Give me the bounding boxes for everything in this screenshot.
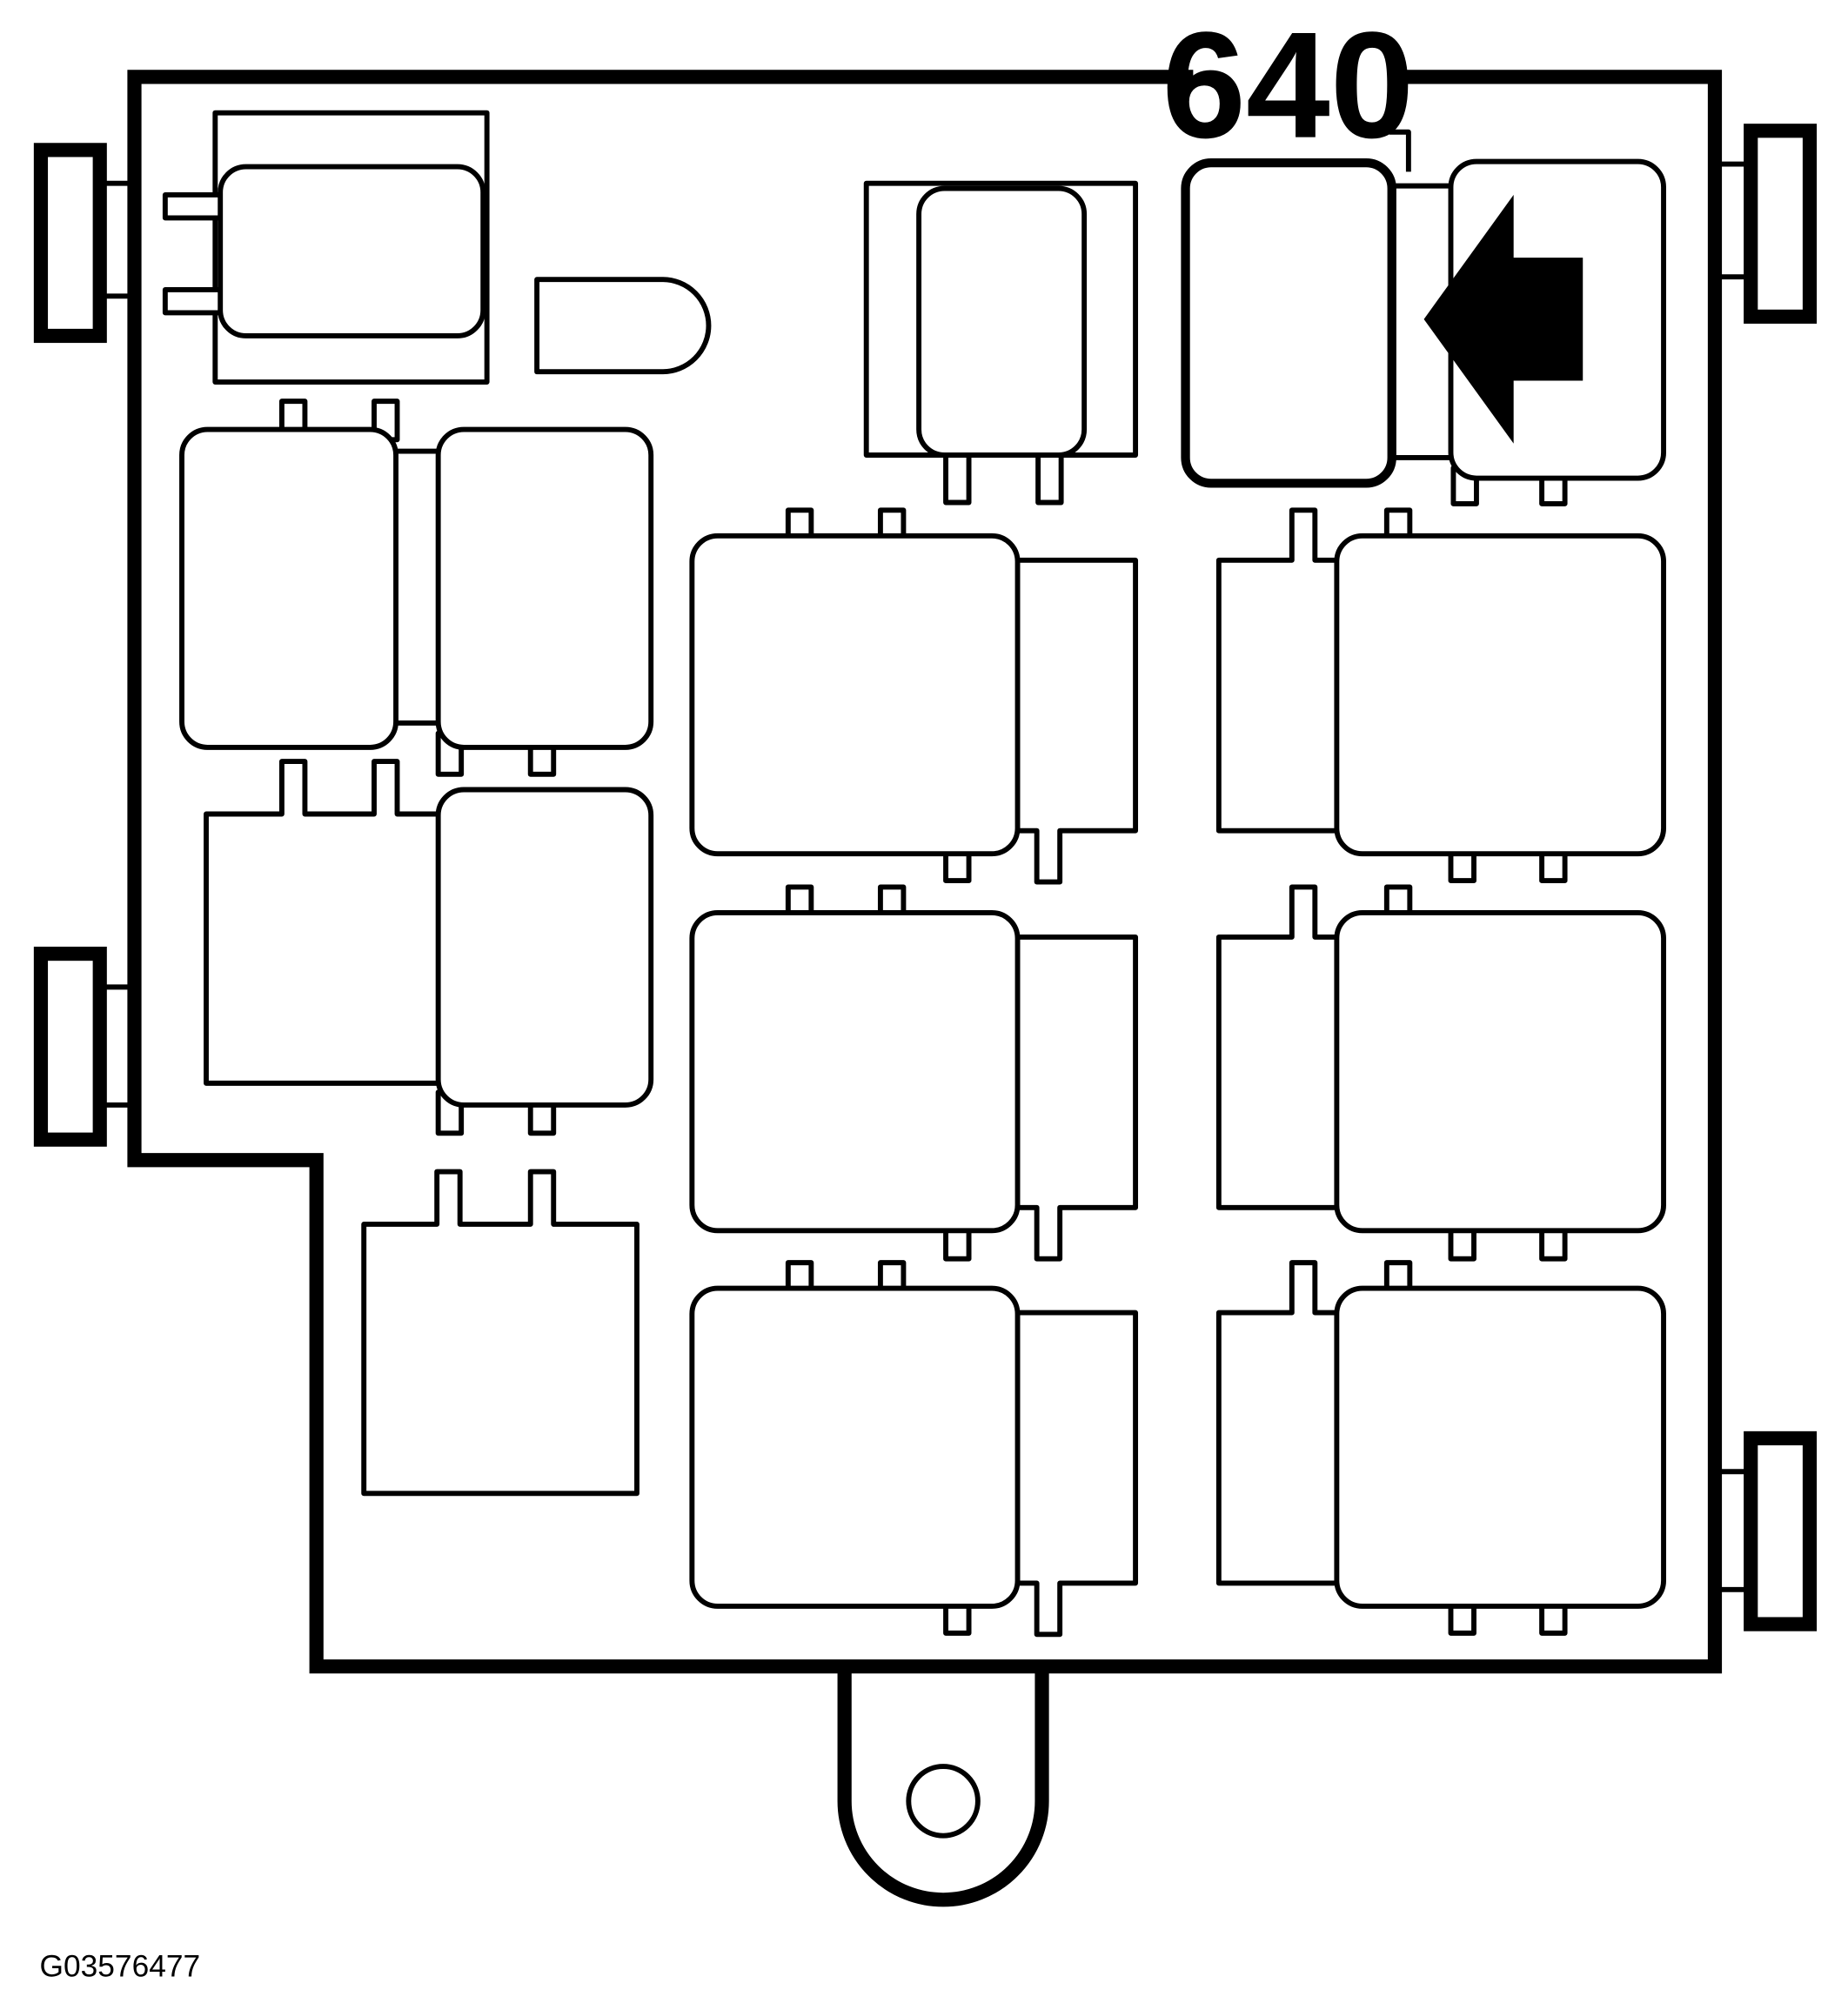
relay-right-row3: [1215, 1260, 1666, 1636]
relay-640-group: [1181, 129, 1666, 506]
relay-center-row1: [689, 507, 1139, 885]
mounting-clip-top-left: [33, 143, 143, 344]
bolt-hole: [906, 1764, 981, 1839]
relay-left-row1-pair: [179, 399, 654, 777]
relay-left-row2: [204, 759, 654, 1136]
relay-center-row3: [689, 1260, 1139, 1638]
relay-640: [1181, 157, 1396, 488]
arrow-left-icon: [1423, 194, 1584, 444]
figure-id: G03576477: [39, 1950, 200, 1984]
relay-right-row2: [1215, 884, 1666, 1262]
mounting-clip-top-right: [1712, 124, 1818, 324]
relay-left-row3: [361, 1169, 639, 1497]
relay-center-row2: [689, 884, 1139, 1262]
mounting-clip-bottom-right: [1712, 1430, 1818, 1631]
relay-right-row1: [1215, 507, 1666, 884]
mounting-ear: [837, 1666, 1049, 1907]
diode-component: [534, 277, 712, 375]
relay-top-left: [162, 110, 490, 385]
mounting-clip-mid-left: [33, 946, 143, 1147]
callout-label: 640: [1162, 1, 1414, 170]
relay-top-center: [863, 180, 1139, 506]
callout-leader-line: [1389, 129, 1411, 172]
